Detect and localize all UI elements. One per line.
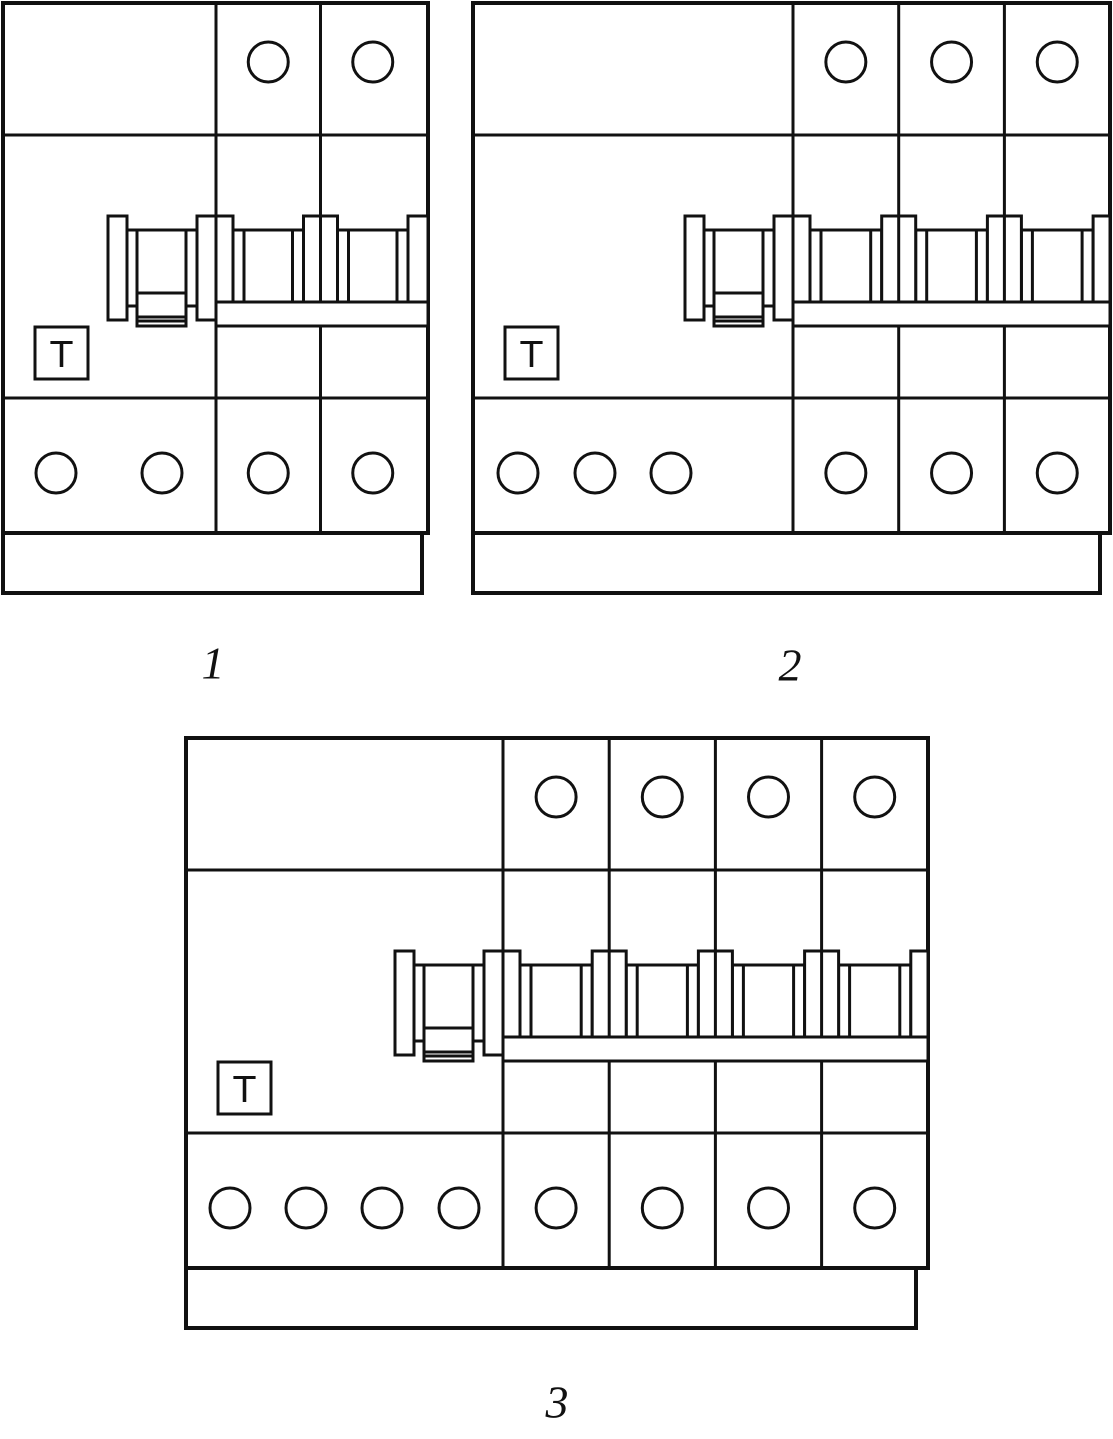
lever-end-plate [393,949,416,1057]
common-trip-bar [214,300,430,328]
terminal-top [534,775,578,819]
test-mechanism [422,963,475,1063]
figure-label-3: 3 [545,1376,569,1428]
test-button-label: T [233,1070,257,1111]
pole-handle-plate [791,214,812,304]
terminal-top [246,40,290,84]
din-rail-base [1,531,424,595]
breaker-figure-2: T [471,1,1112,595]
terminal-bottom [824,451,868,495]
din-rail-base [471,531,1102,595]
breaker-figure-3: T [184,736,930,1330]
terminal-bottom [747,1186,790,1230]
test-button [503,325,560,381]
terminal-neutral [437,1186,481,1230]
terminal-bottom [1035,451,1079,495]
terminal-top [1035,40,1079,84]
terminal-neutral [360,1186,404,1230]
pole-handle-plate [1091,214,1112,304]
test-mechanism [712,228,765,328]
terminal-neutral [573,451,617,495]
test-button-label: T [520,335,544,376]
terminal-bottom [246,451,290,495]
test-button-label: T [50,335,74,376]
test-button [216,1060,273,1116]
lever-plate [195,214,218,322]
common-trip-bar [791,300,1112,328]
pole-handle-plate [406,214,430,304]
terminal-neutral [34,451,78,495]
figure-label-1: 1 [201,637,225,689]
pole-handle-plate [909,949,930,1039]
terminal-neutral [649,451,693,495]
terminal-top [853,775,897,819]
terminal-top [640,775,684,819]
terminal-bottom [640,1186,684,1230]
lever-plate [772,214,795,322]
terminal-top [747,775,790,819]
terminal-top [930,40,974,84]
pole-handle-plate [501,949,522,1039]
lever-end-plate [106,214,129,322]
terminal-top [351,40,395,84]
test-button [33,325,90,381]
terminal-bottom [351,451,395,495]
terminal-neutral [208,1186,252,1230]
figure-label-2: 2 [778,639,802,691]
terminal-bottom [534,1186,578,1230]
terminal-neutral [140,451,184,495]
terminal-bottom [853,1186,897,1230]
test-mechanism [135,228,188,328]
terminal-neutral [284,1186,328,1230]
terminal-neutral [496,451,540,495]
terminal-bottom [930,451,974,495]
din-rail-base [184,1266,918,1330]
pole-handle-plate [214,214,235,304]
lever-end-plate [683,214,706,322]
breaker-figure-1: T [1,1,430,595]
common-trip-bar [501,1035,930,1063]
terminal-top [824,40,868,84]
lever-plate [482,949,505,1057]
